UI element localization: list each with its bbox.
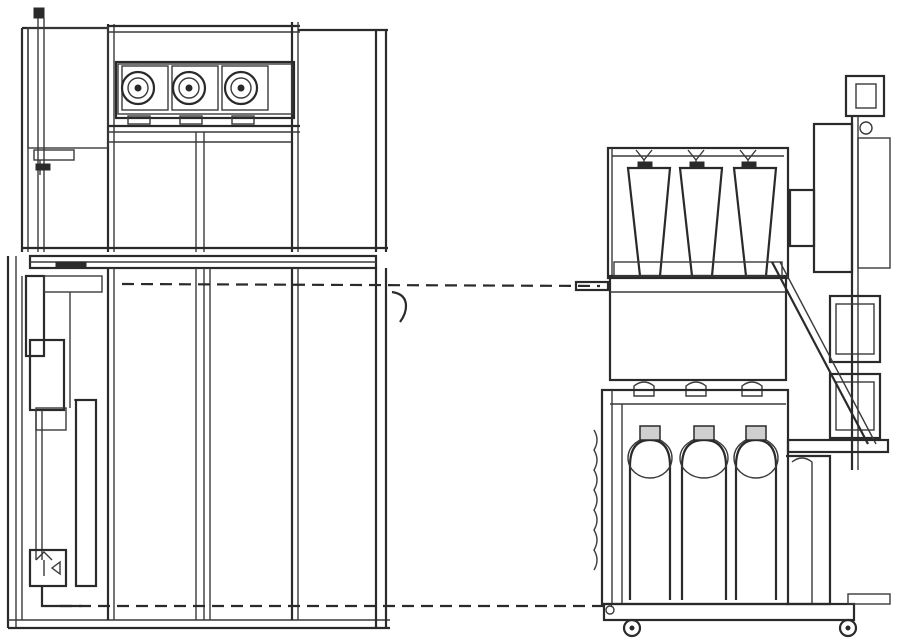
gauge-3 bbox=[221, 65, 269, 111]
upper-crossbeams bbox=[22, 124, 388, 252]
hopper-1 bbox=[626, 149, 672, 278]
lower-left-piping bbox=[21, 274, 103, 620]
header-pipe bbox=[28, 254, 378, 270]
trolley-base bbox=[602, 593, 891, 638]
gauge-2 bbox=[171, 65, 219, 111]
wheel-2 bbox=[838, 618, 858, 638]
upper-left-cabinet bbox=[27, 27, 109, 149]
nozzle bbox=[574, 280, 610, 292]
side-elevation-view bbox=[574, 74, 891, 638]
lower-frame bbox=[6, 256, 390, 630]
upper-frame bbox=[20, 22, 388, 252]
left-riser-pipe bbox=[33, 7, 75, 252]
hopper-3 bbox=[732, 149, 778, 278]
gauge-1 bbox=[120, 65, 169, 111]
side-handle bbox=[391, 290, 408, 323]
hopper-2 bbox=[678, 149, 724, 278]
projection-line-upper bbox=[121, 282, 601, 288]
wheel-1 bbox=[622, 618, 642, 638]
cylinder-2 bbox=[679, 425, 729, 600]
gauge-panel bbox=[114, 60, 296, 125]
cylinder-1 bbox=[627, 425, 673, 600]
valve-row bbox=[610, 381, 786, 405]
side-middle-block bbox=[608, 261, 788, 382]
projection-lines bbox=[60, 282, 612, 608]
front-elevation-view bbox=[6, 7, 408, 630]
side-lower-cabinet bbox=[593, 388, 832, 606]
side-motor-column bbox=[771, 74, 891, 470]
cylinder-3 bbox=[733, 425, 779, 600]
